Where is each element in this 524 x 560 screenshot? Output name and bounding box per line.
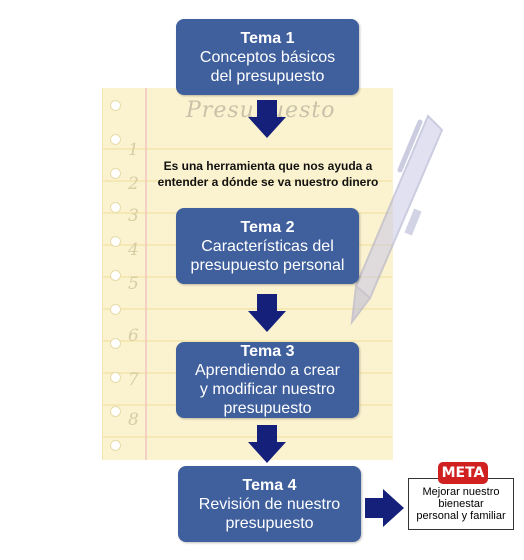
topic-text-line: presupuesto personal xyxy=(190,256,345,274)
topic-text-line: Aprendiendo a crear xyxy=(195,362,340,379)
topic-box-2: Tema 2 Características del presupuesto p… xyxy=(176,208,359,284)
topic-text-line: y modificar nuestro xyxy=(199,381,336,398)
notepad-margin-line xyxy=(145,88,147,460)
topic-title: Tema 3 xyxy=(240,343,295,360)
topic-box-3: Tema 3 Aprendiendo a crear y modificar n… xyxy=(176,342,359,418)
budget-definition: Es una herramienta que nos ayuda a enten… xyxy=(150,158,386,190)
goal-text-line: personal y familiar xyxy=(416,510,506,522)
down-arrow-icon xyxy=(248,294,286,332)
topic-text-line: Revisión de nuestro xyxy=(198,495,341,513)
topic-title: Tema 4 xyxy=(242,476,297,494)
meta-badge: META xyxy=(438,462,488,484)
topic-title: Tema 2 xyxy=(240,218,295,236)
down-arrow-icon xyxy=(248,425,286,463)
down-arrow-icon xyxy=(248,100,286,138)
line-number: 7 xyxy=(128,370,139,390)
line-number: 2 xyxy=(128,174,139,194)
goal-box: Mejorar nuestro bienestar personal y fam… xyxy=(408,478,514,530)
pen-icon xyxy=(350,114,444,326)
line-number: 3 xyxy=(128,206,139,226)
goal-text-line: bienestar xyxy=(438,498,484,510)
goal-text-line: Mejorar nuestro xyxy=(422,486,500,498)
topic-text-line: presupuesto xyxy=(225,514,314,532)
topic-box-4: Tema 4 Revisión de nuestro presupuesto xyxy=(178,466,361,542)
right-arrow-icon xyxy=(365,489,404,527)
line-number: 4 xyxy=(128,240,139,260)
line-number: 5 xyxy=(128,274,139,294)
line-number: 6 xyxy=(128,326,139,346)
topic-text-line: Conceptos básicos xyxy=(199,48,336,66)
definition-line: entender a dónde se va nuestro dinero xyxy=(157,175,379,189)
line-number: 1 xyxy=(128,140,139,160)
topic-box-1: Tema 1 Conceptos básicos del presupuesto xyxy=(176,19,359,95)
definition-line: Es una herramienta que nos ayuda a xyxy=(163,159,373,173)
topic-text-line: Características del xyxy=(201,237,334,255)
topic-text-line: presupuesto xyxy=(223,400,312,417)
topic-title: Tema 1 xyxy=(240,29,295,47)
topic-text-line: del presupuesto xyxy=(210,67,325,85)
line-number: 8 xyxy=(128,410,139,430)
